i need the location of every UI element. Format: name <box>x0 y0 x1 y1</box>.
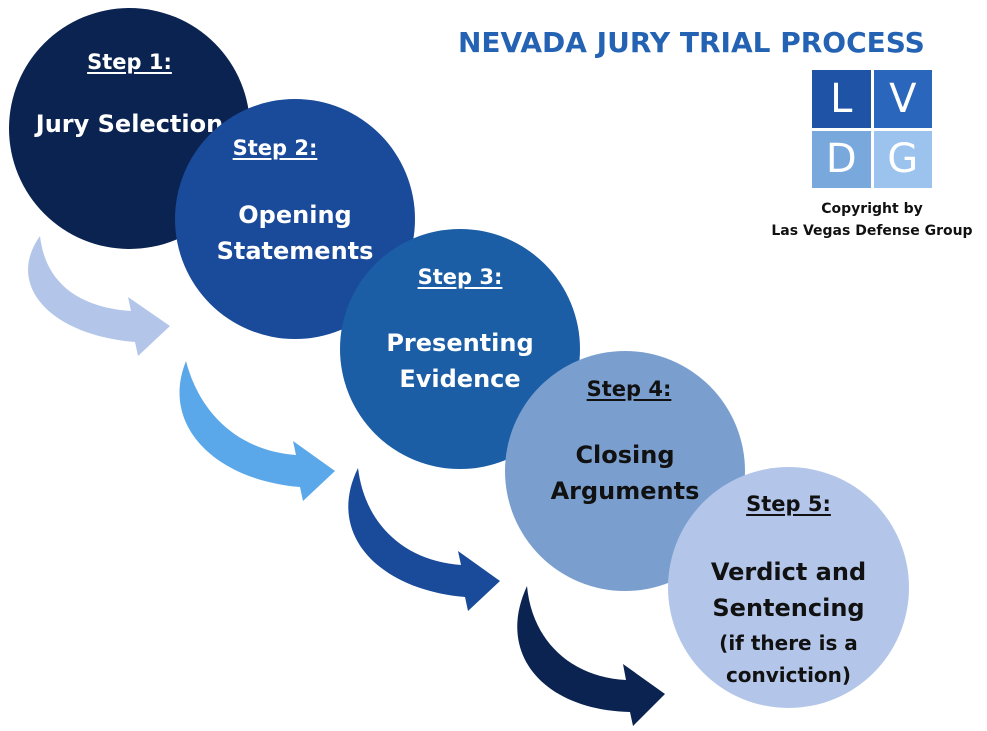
step-5-label: Step 5: <box>746 492 831 516</box>
lvdg-logo: L V D G <box>812 70 932 188</box>
step-3-circle: Step 3: Presenting Evidence <box>340 229 580 469</box>
arrow-4-body <box>517 586 665 726</box>
arrow-1-body <box>28 236 171 356</box>
arrow-2-body <box>179 361 335 501</box>
step-5-circle: Step 5: Verdict and Sentencing (if there… <box>668 467 909 708</box>
arrow-4-to-5 <box>517 586 665 726</box>
step-3-title-line-2: Evidence <box>399 365 521 393</box>
copyright-line-2: Las Vegas Defense Group <box>771 223 973 239</box>
step-4-label: Step 4: <box>586 377 672 401</box>
step-4-title-line-2: Arguments <box>550 477 700 505</box>
step-5-title-line-2: Sentencing <box>712 594 865 622</box>
logo-letter-g: G <box>873 130 932 188</box>
step-2-title-line-1: Opening <box>238 201 352 229</box>
step-2-title-line-2: Statements <box>216 237 374 265</box>
arrow-1-to-2 <box>28 236 171 356</box>
copyright-line-1: Copyright by <box>821 201 923 217</box>
step-5-note-line-2: conviction) <box>725 663 852 687</box>
step-5-title-line-1: Verdict and <box>710 558 867 586</box>
arrow-2-to-3 <box>179 361 335 501</box>
step-1-title: Jury Selection <box>35 110 224 138</box>
arrow-3-body <box>348 468 500 611</box>
copyright-notice: Copyright by Las Vegas Defense Group <box>760 198 984 242</box>
logo-letter-v: V <box>873 70 932 128</box>
step-1-label: Step 1: <box>87 50 172 74</box>
step-5-note-line-1: (if there is a <box>719 631 858 655</box>
step-4-title-line-1: Closing <box>575 441 675 469</box>
logo-letter-d: D <box>812 130 871 188</box>
step-3-title-line-1: Presenting <box>386 329 534 357</box>
step-3-label: Step 3: <box>417 265 503 289</box>
arrow-3-to-4 <box>348 468 500 611</box>
step-2-label: Step 2: <box>232 136 318 160</box>
page-title: NEVADA JURY TRIAL PROCESS <box>458 26 925 59</box>
logo-letter-l: L <box>812 70 871 128</box>
